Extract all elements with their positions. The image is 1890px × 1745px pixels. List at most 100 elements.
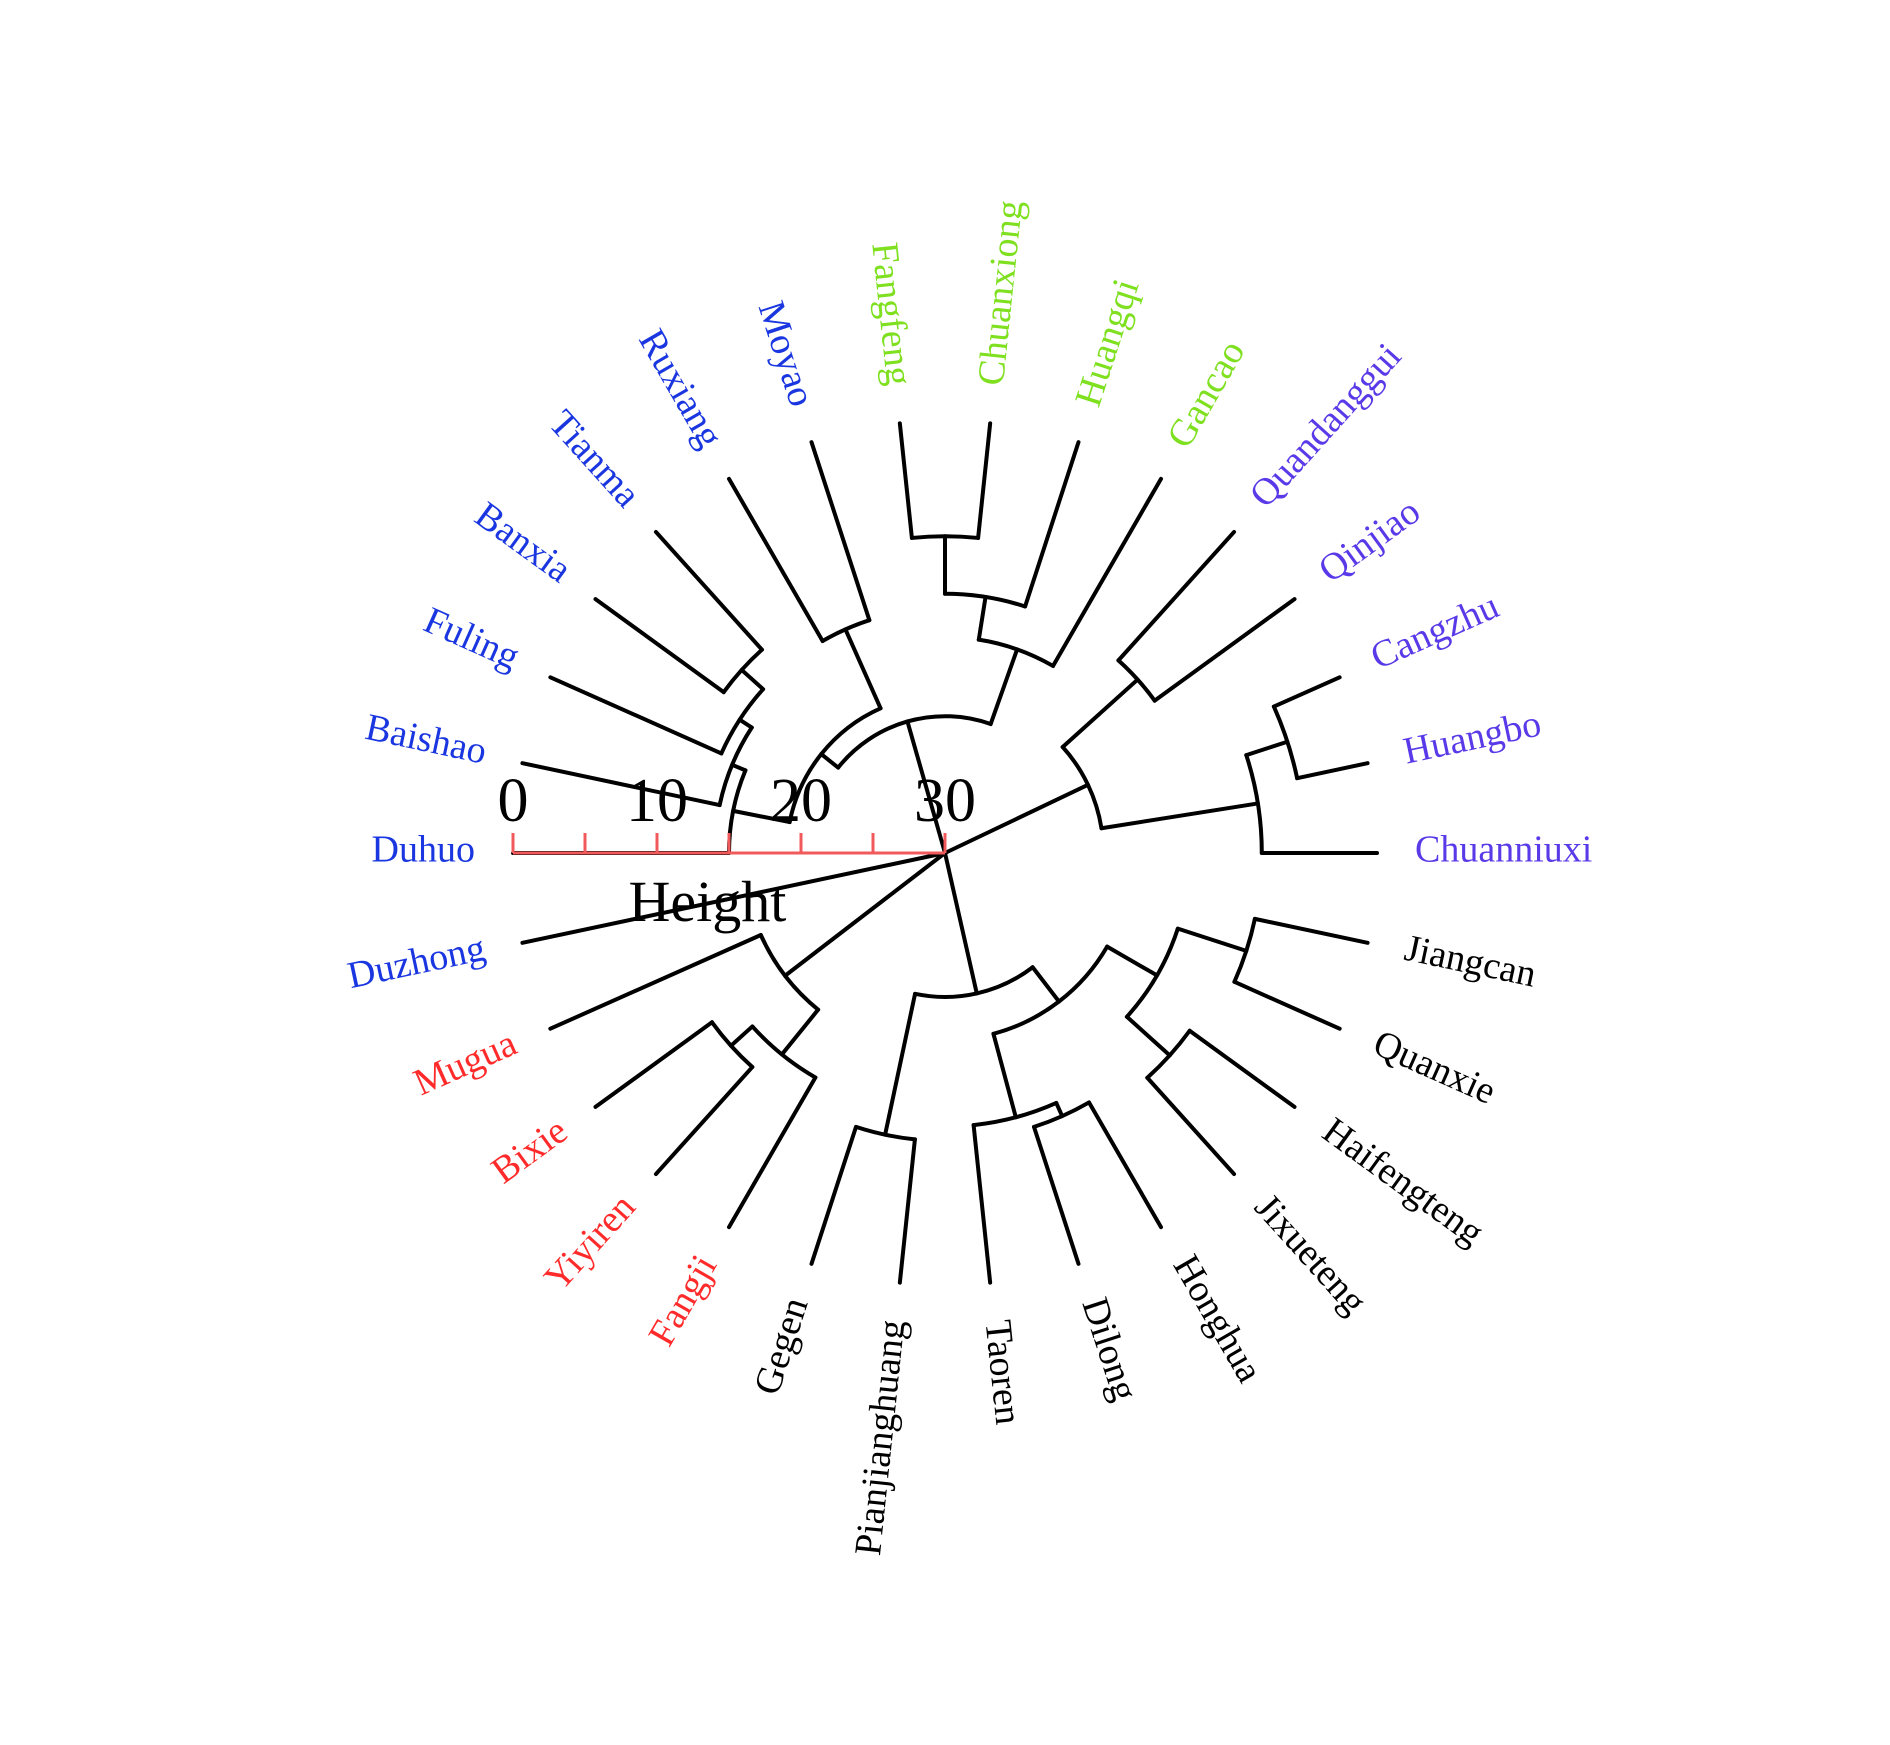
leaf-branch (1271, 675, 1342, 709)
leaf-label: Moyao (750, 296, 823, 411)
leaf-branch (1051, 476, 1163, 668)
leaf-label: Haifengteng (1315, 1110, 1492, 1254)
leaf-label: Qinjiao (1311, 490, 1428, 591)
leaf-label: Duhuo (372, 829, 475, 871)
branch-link (783, 851, 947, 978)
leaf-label: Duzhong (344, 927, 489, 997)
branch-arc (1124, 926, 1180, 1019)
branch-arc (1145, 1028, 1192, 1080)
branch-arc (854, 1124, 917, 1142)
branch-arc (721, 647, 764, 695)
branch-link (988, 647, 1020, 727)
leaf-branch (976, 421, 993, 540)
scale-tick-label: 20 (770, 767, 832, 835)
branch-link (905, 719, 947, 855)
leaf-branch (593, 1020, 714, 1109)
leaf-branch (809, 1124, 858, 1266)
branch-link (991, 1031, 1018, 1120)
leaf-branch (520, 761, 722, 808)
branch-arc (758, 933, 821, 1012)
leaf-label: Yiyiren (536, 1186, 643, 1299)
leaf-label: Huangbo (1400, 703, 1545, 773)
leaf-branch (520, 851, 947, 945)
leaf-label: Cangzhu (1364, 585, 1504, 678)
leaf-branch (653, 1065, 755, 1177)
branch-link (739, 667, 766, 692)
branch-link (779, 1007, 821, 1057)
branch-link (883, 991, 918, 1137)
branch-arc (1032, 1100, 1091, 1129)
branch-arc (717, 725, 754, 808)
leaf-branch (727, 1075, 818, 1230)
leaf-branch (1032, 1124, 1081, 1266)
branch-arc (991, 944, 1110, 1036)
leaf-branch (897, 1137, 917, 1285)
scale-tick-label: 30 (914, 767, 976, 835)
leaf-branch (1232, 979, 1342, 1031)
branch-link (737, 717, 754, 730)
leaf-label: Gancao (1159, 333, 1253, 454)
leaf-branch (971, 1123, 993, 1285)
branch-link (1105, 944, 1159, 978)
branch-arc (1060, 745, 1104, 831)
branch-link (943, 851, 979, 996)
branch-arc (750, 1024, 818, 1080)
branch-link (731, 808, 792, 825)
height-scale-title: Height (628, 869, 786, 934)
branch-arc (971, 1100, 1059, 1128)
branch-arc (710, 1020, 755, 1070)
leaf-label: Pianjianghuang (847, 1318, 913, 1558)
branch-link (1060, 677, 1140, 750)
leaf-label: Jixueteng (1246, 1186, 1375, 1322)
branch-arc (913, 965, 1035, 999)
branch-link (1030, 965, 1061, 1004)
leaf-label: Baishao (362, 706, 490, 773)
leaf-branch (1116, 529, 1237, 663)
branch-link (1099, 801, 1260, 831)
leaf-label: Quanxie (1367, 1022, 1502, 1113)
leaf-branch (1145, 1075, 1237, 1177)
leaf-branch (1295, 761, 1370, 781)
leaf-branch (809, 440, 872, 623)
leaf-label: Tianma (541, 402, 649, 515)
leaf-label: Fangji (640, 1248, 725, 1353)
branch-link (728, 1024, 755, 1048)
leaf-label: Chuanniuxi (1415, 829, 1592, 871)
leaf-label: Taoren (977, 1318, 1030, 1427)
leaf-label: Fuling (418, 599, 526, 678)
leaf-label: Mugua (407, 1022, 523, 1104)
leaf-label: Honghua (1165, 1248, 1271, 1390)
branch-link (730, 762, 748, 773)
branch-arc (1244, 753, 1264, 855)
branch-link (1124, 1014, 1172, 1058)
branch-arc (820, 618, 872, 643)
leaf-branch (548, 675, 724, 756)
leaf-branch (1187, 1028, 1297, 1109)
branch-arc (976, 637, 1055, 668)
leaf-label: Bixie (484, 1110, 575, 1192)
scale-tick-label: 10 (626, 767, 688, 835)
branch-link (1175, 926, 1249, 953)
leaf-label: Dilong (1073, 1292, 1146, 1405)
branch-link (1054, 1100, 1065, 1119)
leaf-label: Chuanxiong (970, 198, 1031, 387)
branch-arc (909, 534, 981, 540)
leaf-label: Jiangcan (1401, 927, 1540, 996)
branch-link (819, 752, 841, 770)
leaf-branch (1152, 597, 1297, 703)
leaf-branch (727, 476, 825, 643)
branch-arc (1271, 704, 1300, 781)
branch-arc (943, 591, 1028, 609)
scale-tick-label: 0 (498, 767, 529, 835)
leaf-branch (593, 597, 726, 695)
leaf-branch (897, 421, 914, 540)
leaf-branch (1252, 916, 1370, 945)
branch-link (976, 594, 988, 642)
dendrogram-branches (511, 421, 1379, 1285)
height-scale: 0 10 20 30 Height (498, 767, 977, 934)
leaf-label: Ruxiang (630, 322, 731, 455)
branch-link (1244, 739, 1290, 758)
height-scale-ticks: 0 10 20 30 (498, 767, 976, 853)
